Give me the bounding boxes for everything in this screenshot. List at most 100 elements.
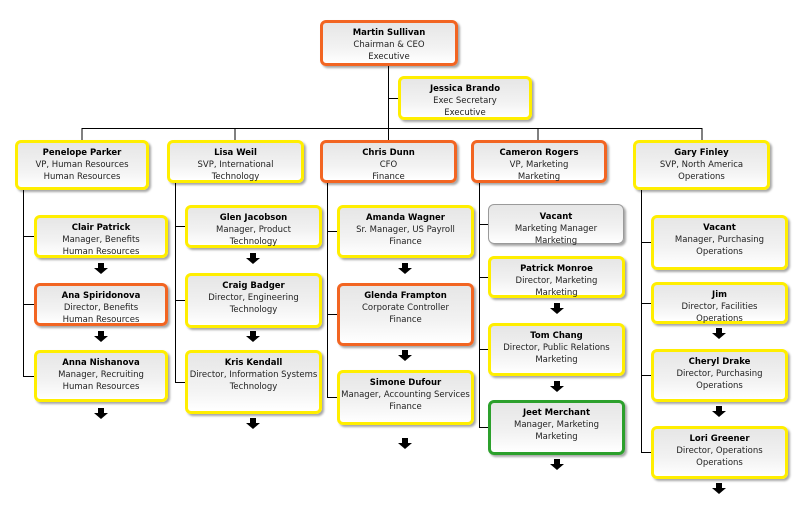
node-title: Director, Purchasing — [676, 369, 763, 379]
node-title: Director, Facilities — [681, 302, 758, 312]
org-node-report[interactable]: Anna Nishanova Manager, Recruiting Human… — [34, 350, 168, 402]
expand-arrow-icon[interactable] — [246, 331, 260, 342]
expand-arrow-icon[interactable] — [712, 483, 726, 494]
node-name: Jessica Brando — [429, 84, 501, 94]
node-title: Manager, Marketing — [513, 420, 600, 430]
node-dept: Technology — [229, 237, 278, 247]
node-name: Clair Patrick — [71, 223, 131, 233]
node-dept: Finance — [389, 402, 422, 412]
org-node-report[interactable]: Simone Dufour Manager, Accounting Servic… — [337, 370, 474, 425]
node-dept: Executive — [368, 52, 410, 62]
node-name: Lisa Weil — [214, 148, 257, 158]
org-node-report[interactable]: Cheryl Drake Director, Purchasing Operat… — [651, 349, 788, 402]
node-dept: Marketing — [535, 432, 578, 442]
org-node-report[interactable]: Kris Kendall Director, Information Syste… — [185, 350, 322, 414]
node-name: Vacant — [539, 212, 573, 222]
org-node-department-head[interactable]: Gary Finley SVP, North America Operation… — [633, 140, 770, 190]
node-name: Glen Jacobson — [219, 213, 288, 223]
node-dept: Finance — [372, 172, 405, 182]
node-name: Jeet Merchant — [522, 408, 591, 418]
node-title: VP, Human Resources — [35, 160, 129, 170]
node-title: Manager, Product — [216, 225, 291, 235]
expand-arrow-icon[interactable] — [712, 328, 726, 339]
org-node-assistant[interactable]: Jessica Brando Exec Secretary Executive — [398, 76, 532, 120]
node-title: Director, Information Systems — [189, 370, 318, 380]
org-node-ceo[interactable]: Martin Sullivan Chairman & CEO Executive — [320, 20, 458, 66]
node-title: Marketing Manager — [514, 224, 598, 234]
node-title: Director, Marketing — [515, 276, 598, 286]
org-node-report[interactable]: Clair Patrick Manager, Benefits Human Re… — [34, 215, 168, 258]
node-dept: Operations — [696, 247, 743, 257]
org-node-report[interactable]: Jeet Merchant Manager, Marketing Marketi… — [488, 400, 625, 455]
expand-arrow-icon[interactable] — [94, 263, 108, 274]
node-name: Gary Finley — [674, 148, 729, 158]
node-name: Anna Nishanova — [62, 358, 140, 368]
node-name: Cameron Rogers — [499, 148, 579, 158]
node-dept: Human Resources — [62, 315, 140, 325]
node-dept: Finance — [389, 315, 422, 325]
org-node-report[interactable]: Ana Spiridonova Director, Benefits Human… — [34, 283, 168, 326]
org-node-department-head[interactable]: Penelope Parker VP, Human Resources Huma… — [15, 140, 149, 190]
node-name: Simone Dufour — [369, 378, 442, 388]
node-dept: Marketing — [535, 288, 578, 298]
node-name: Amanda Wagner — [366, 213, 445, 223]
node-title: CFO — [379, 160, 398, 170]
org-node-report[interactable]: Jim Director, Facilities Operations — [651, 282, 788, 324]
expand-arrow-icon[interactable] — [246, 253, 260, 264]
node-title: Manager, Recruiting — [58, 370, 144, 380]
node-name: Glenda Frampton — [364, 291, 447, 301]
expand-arrow-icon[interactable] — [398, 263, 412, 274]
org-node-department-head[interactable]: Chris Dunn CFO Finance — [320, 140, 457, 183]
org-node-report-vacant[interactable]: Vacant Marketing Manager Marketing — [488, 204, 624, 246]
node-dept: Human Resources — [62, 247, 140, 257]
node-name: Lori Greener — [689, 434, 750, 444]
expand-arrow-icon[interactable] — [94, 408, 108, 419]
org-node-report[interactable]: Lori Greener Director, Operations Operat… — [651, 426, 788, 479]
org-node-department-head[interactable]: Lisa Weil SVP, International Technology — [167, 140, 304, 183]
node-dept: Marketing — [517, 172, 561, 182]
node-name: Penelope Parker — [42, 148, 122, 158]
org-node-report[interactable]: Vacant Manager, Purchasing Operations — [651, 215, 788, 270]
node-dept: Technology — [211, 172, 260, 182]
node-dept: Marketing — [535, 355, 578, 365]
node-title: Manager, Benefits — [62, 235, 140, 245]
expand-arrow-icon[interactable] — [246, 418, 260, 429]
org-node-report[interactable]: Tom Chang Director, Public Relations Mar… — [488, 323, 625, 376]
node-name: Jim — [712, 290, 727, 300]
node-dept: Technology — [229, 305, 278, 315]
node-title: Manager, Accounting Services — [341, 390, 470, 400]
org-node-department-head[interactable]: Cameron Rogers VP, Marketing Marketing — [471, 140, 607, 183]
node-name: Patrick Monroe — [520, 264, 593, 274]
expand-arrow-icon[interactable] — [550, 381, 564, 392]
expand-arrow-icon[interactable] — [398, 438, 412, 449]
node-name: Chris Dunn — [362, 148, 415, 158]
node-title: SVP, North America — [659, 160, 744, 170]
node-name: Tom Chang — [530, 331, 583, 341]
node-title: Corporate Controller — [361, 303, 449, 313]
node-dept: Operations — [696, 381, 743, 391]
node-title: Director, Engineering — [208, 293, 299, 303]
node-title: Director, Public Relations — [503, 343, 610, 353]
expand-arrow-icon[interactable] — [94, 331, 108, 342]
node-title: SVP, International — [197, 160, 274, 170]
expand-arrow-icon[interactable] — [398, 350, 412, 361]
org-node-report[interactable]: Glenda Frampton Corporate Controller Fin… — [337, 283, 474, 346]
node-name: Kris Kendall — [224, 358, 283, 368]
node-dept: Operations — [696, 314, 743, 324]
expand-arrow-icon[interactable] — [712, 406, 726, 417]
node-dept: Operations — [678, 172, 725, 182]
node-name: Cheryl Drake — [688, 357, 751, 367]
node-dept: Human Resources — [43, 172, 121, 182]
node-title: VP, Marketing — [509, 160, 569, 170]
node-dept: Finance — [389, 237, 422, 247]
node-title: Manager, Purchasing — [674, 235, 765, 245]
expand-arrow-icon[interactable] — [550, 459, 564, 470]
node-name: Ana Spiridonova — [61, 291, 141, 301]
org-node-report[interactable]: Glen Jacobson Manager, Product Technolog… — [185, 205, 322, 248]
node-title: Director, Operations — [676, 446, 763, 456]
org-node-report[interactable]: Craig Badger Director, Engineering Techn… — [185, 273, 322, 328]
org-node-report[interactable]: Patrick Monroe Director, Marketing Marke… — [488, 256, 625, 298]
node-title: Chairman & CEO — [353, 40, 425, 50]
org-node-report[interactable]: Amanda Wagner Sr. Manager, US Payroll Fi… — [337, 205, 474, 258]
expand-arrow-icon[interactable] — [550, 303, 564, 314]
